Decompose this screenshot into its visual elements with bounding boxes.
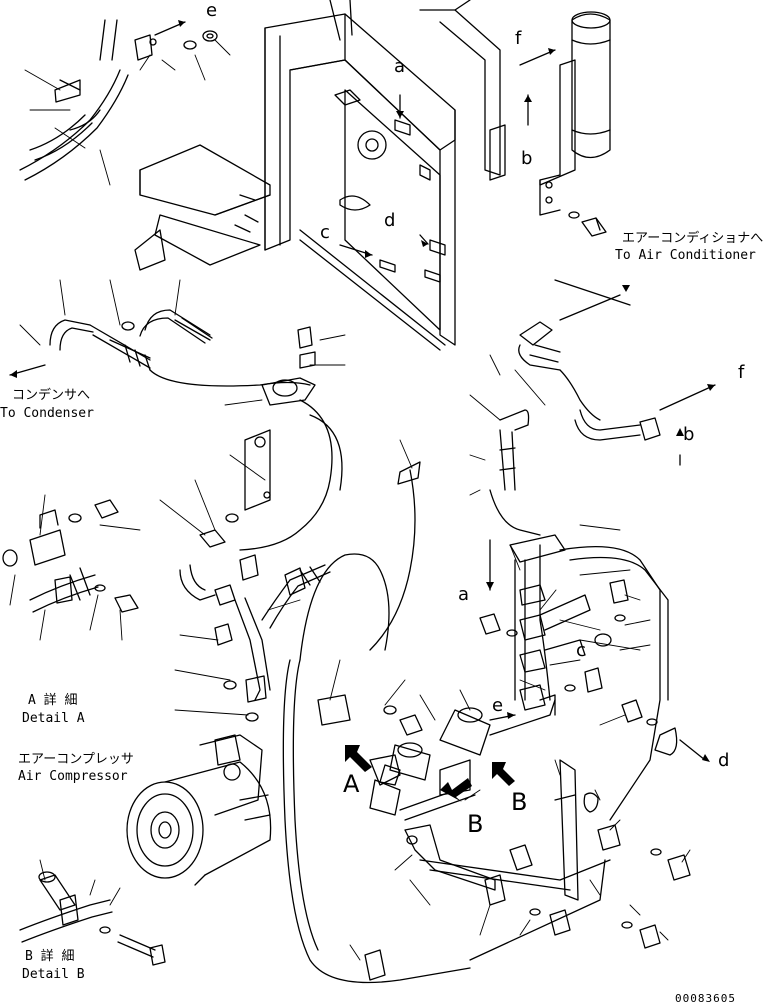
clamp-center-left [261,326,316,406]
ref-letter-e-top: e [206,0,218,21]
air-compressor-en: Air Compressor [18,769,128,784]
dryer-bolt [568,211,607,237]
view-arrows [345,745,515,802]
hose-upper-right [489,321,661,536]
ref-letter-b-top: b [521,148,533,169]
detail-a-jp: A 詳 細 [28,693,78,708]
hose-center-loop [239,399,471,984]
ref-letter-f-top: f [515,28,522,49]
clamp-right-cluster [509,534,669,821]
to-air-conditioner-en: To Air Conditioner [615,248,756,263]
bolt-right-cluster [479,579,678,756]
to-condenser-en: To Condenser [0,406,94,421]
ref-letter-a-mid: a [458,584,470,605]
hose-to-condenser [49,309,311,387]
receiver-drier [489,11,611,216]
detail-b-en: Detail B [22,967,85,982]
hose-bundle-top-left [19,19,129,181]
view-letter-b-left: B [467,810,484,838]
ref-letter-b-mid: b [683,424,695,445]
bracket-left [199,429,271,548]
clamp-top [134,30,218,61]
ref-letter-c-mid: c [576,640,586,661]
ref-letter-c-top: c [320,222,330,243]
direction-arrows [9,21,716,761]
detail-a-assembly [2,499,139,613]
hose-loop-right [369,461,421,651]
bracket-lower-right [554,759,691,949]
pipe-lower-center [317,694,556,821]
air-compressor-jp: エアーコンプレッサ [18,752,134,767]
detail-b-jp: B 詳 細 [25,949,75,964]
ref-letter-a-top: a [394,56,406,77]
bracket-lower-center [364,824,611,981]
ref-letter-d-mid: d [718,750,730,771]
radiator-frame [134,0,501,351]
ref-letter-e-mid: e [492,695,504,716]
ref-letter-f-mid: f [738,362,745,383]
compressor-pipe [179,554,331,722]
view-letter-a: A [343,770,360,798]
view-letter-b-right: B [511,788,528,816]
ref-letter-d-top: d [384,210,396,231]
air-compressor [126,734,272,886]
leader-lines [9,39,691,961]
arrow-heads [10,20,715,762]
detail-b-assembly [19,871,166,966]
detail-a-en: Detail A [22,711,85,726]
to-air-conditioner-jp: エアーコンディショナへ [622,231,764,246]
drawing-number: 00083605 [675,992,736,1005]
to-condenser-jp: コンデンサへ [12,388,91,403]
